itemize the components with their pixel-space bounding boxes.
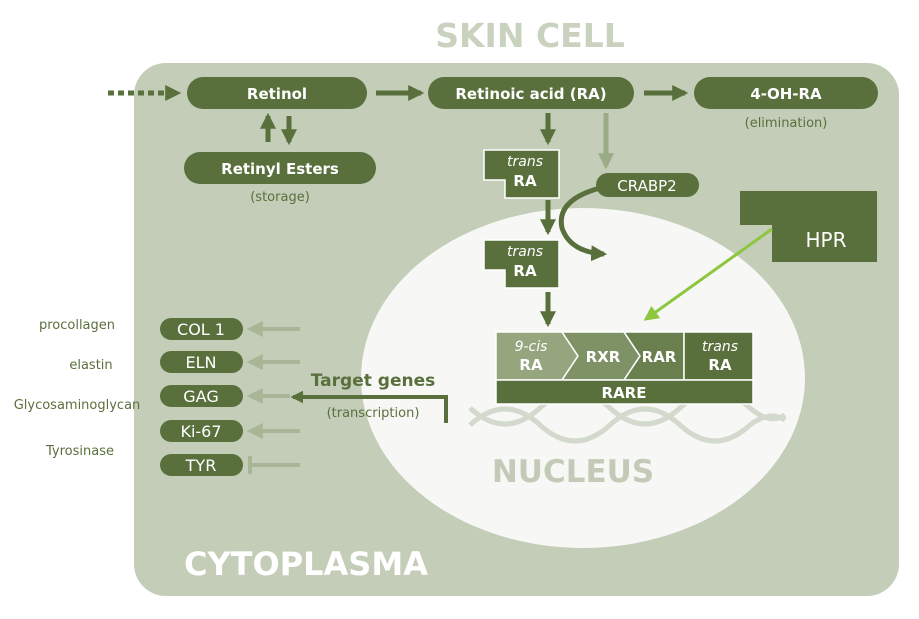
target-genes-title: Target genes <box>311 371 435 391</box>
gene-pill-tyr <box>160 454 243 476</box>
hpr-box <box>740 191 877 225</box>
gene-pill-eln <box>160 351 243 373</box>
gene-code-ki67: Ki-67 <box>180 422 221 441</box>
hpr-box-lower <box>772 225 877 262</box>
gene-product-col1: procollagen <box>39 318 115 333</box>
retinol-pill <box>187 77 367 109</box>
gene-pill-gag <box>160 385 243 407</box>
trans-ra-upper-trans: trans <box>507 154 543 170</box>
rar-label: RAR <box>642 348 677 366</box>
retinyl-esters-pill <box>184 152 376 184</box>
rare-bar <box>495 379 754 405</box>
skin-cell-title: SKIN CELL <box>435 16 625 55</box>
hpr-arrow <box>643 227 773 321</box>
gene-product-eln: elastin <box>69 358 112 373</box>
rxr-label: RXR <box>586 348 621 366</box>
gene-code-gag: GAG <box>183 387 218 406</box>
dna-helix <box>468 389 787 444</box>
target-genes-arrow <box>290 390 448 423</box>
oh-ra-pill <box>694 77 878 109</box>
retinoic-acid-label: Retinoic acid (RA) <box>455 85 606 103</box>
nucleus-label: NUCLEUS <box>492 454 654 490</box>
receptor-trans-ra-label: RA <box>708 356 732 374</box>
nine-cis-label: 9-cis <box>515 339 548 355</box>
trans-ra-box-upper <box>483 149 560 199</box>
gene-code-eln: ELN <box>186 353 217 372</box>
nine-cis-ra-label: RA <box>519 356 543 374</box>
trans-ra-box-lower <box>483 239 560 289</box>
gene-pill-ki67 <box>160 420 243 442</box>
trans-ra-upper-ra: RA <box>513 172 537 190</box>
hpr-label: HPR <box>806 228 847 252</box>
target-genes-subtitle: (transcription) <box>327 406 420 421</box>
retinyl-esters-label: Retinyl Esters <box>221 160 339 178</box>
trans-ra-lower-ra: RA <box>513 262 537 280</box>
crabp2-label: CRABP2 <box>617 177 676 195</box>
oh-ra-label: 4-OH-RA <box>750 85 822 103</box>
elimination-label: (elimination) <box>745 116 828 131</box>
receptor-trans-label: trans <box>702 339 738 355</box>
storage-label: (storage) <box>250 190 310 205</box>
gene-product-gag: Glycosaminoglycan <box>14 398 141 413</box>
rare-label: RARE <box>602 384 647 402</box>
gene-code-col1: COL 1 <box>177 320 225 339</box>
crabp2-transport-arrow <box>558 185 608 262</box>
gene-product-tyr: Tyrosinase <box>45 444 114 459</box>
gene-code-tyr: TYR <box>185 456 217 475</box>
retinoic-acid-pill <box>428 77 634 109</box>
retinol-label: Retinol <box>247 85 307 103</box>
crabp2-pill <box>596 173 699 197</box>
cytoplasm-label: CYTOPLASMA <box>184 545 428 583</box>
gene-pill-col1 <box>160 318 243 340</box>
receptor-complex <box>495 331 754 405</box>
gene-inhibit-tyr <box>248 456 300 474</box>
trans-ra-lower-trans: trans <box>507 244 543 260</box>
